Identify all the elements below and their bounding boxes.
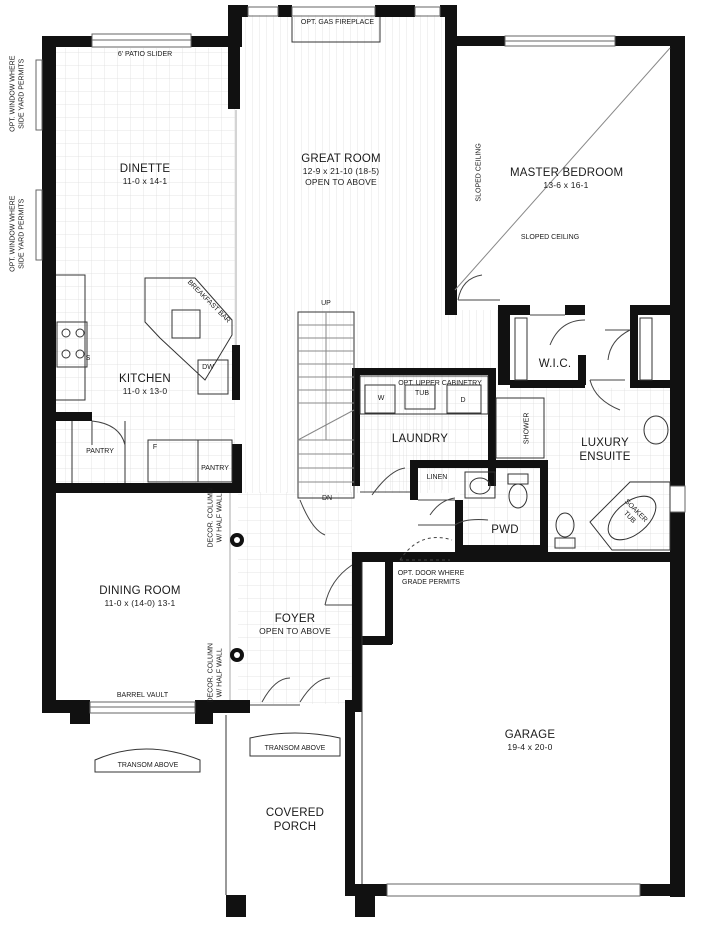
sink-note: S <box>85 355 91 362</box>
covered-porch-label: COVERED PORCH <box>265 807 325 834</box>
barrel-vault-note: BARREL VAULT <box>116 692 169 699</box>
upper-cabinetry-note: OPT. UPPER CABINETRY <box>398 380 482 387</box>
laundry-label: LAUNDRY <box>391 433 449 445</box>
laundry-tub <box>404 384 436 410</box>
fridge-note: F <box>152 444 158 451</box>
gas-fireplace-outline <box>291 17 381 43</box>
luxury-ensuite-label: LUXURY ENSUITE <box>579 437 631 464</box>
dinette-kitchen-floor <box>55 48 235 488</box>
linen-note: LINEN <box>426 474 448 481</box>
soaker-tub <box>589 481 671 551</box>
tub-note: TUB <box>415 390 429 397</box>
dinette-label: DINETTE 11-0 x 14-1 <box>119 163 171 187</box>
kitchen-label: KITCHEN 11-0 x 13-0 <box>119 373 171 397</box>
washer-note: W <box>377 395 385 402</box>
windows <box>35 6 686 897</box>
shower-stall <box>495 397 545 459</box>
dishwasher <box>197 359 229 395</box>
pantry-note-1: PANTRY <box>86 448 114 455</box>
stair-treads <box>297 312 355 483</box>
walls <box>42 5 685 917</box>
pwd-sink <box>464 471 496 499</box>
shower-note: SHOWER <box>523 412 531 445</box>
master-bedroom-label: MASTER BEDROOM 13-6 x 16-1 <box>510 167 624 191</box>
sloped-ceiling-note-1: SLOPED CEILING <box>475 143 483 202</box>
foyer-label: FOYER OPEN TO ABOVE <box>259 613 331 637</box>
breakfast-bar <box>144 277 233 381</box>
dryer-note: D <box>460 397 466 404</box>
transom-arc-1 <box>94 748 201 773</box>
kitchen-counter <box>56 274 86 401</box>
door-swings <box>91 274 631 706</box>
sloped-ceiling-diagonal <box>454 47 671 291</box>
washer <box>364 384 396 414</box>
decor-column-note-2: DECOR. COLUMN W/ HALF WALL <box>207 643 223 703</box>
stove <box>56 321 88 368</box>
pantry-note-2: PANTRY <box>201 465 229 472</box>
wic-label: W.I.C. <box>538 358 572 370</box>
opt-door-note: OPT. DOOR WHERE GRADE PERMITS <box>397 570 465 586</box>
stair-down-note: DN <box>321 495 333 502</box>
dryer <box>446 384 482 414</box>
decor-column-note-1: DECOR. COLUMN W/ HALF WALL <box>207 488 223 548</box>
pwd-label: PWD <box>491 524 519 536</box>
garage-label: GARAGE 19-4 x 20-0 <box>504 729 556 753</box>
laundry-counter <box>359 375 489 415</box>
pantry-cabinet <box>197 439 233 483</box>
transom-note-1: TRANSOM ABOVE <box>117 762 179 769</box>
sloped-ceiling-note-2: SLOPED CEILING <box>520 234 580 241</box>
stair-up-note: UP <box>321 300 331 307</box>
opt-window-note-1: OPT. WINDOW WHERE SIDE YARD PERMITS <box>9 55 25 132</box>
opt-window-note-2: OPT. WINDOW WHERE SIDE YARD PERMITS <box>9 195 25 272</box>
closet-shelf <box>514 317 528 381</box>
transom-note-2: TRANSOM ABOVE <box>264 745 326 752</box>
gas-fireplace-note: OPT. GAS FIREPLACE <box>300 19 375 26</box>
kitchen-sink <box>171 309 201 339</box>
dining-room-label: DINING ROOM 11-0 x (14-0) 13-1 <box>99 585 181 609</box>
transom-arc-2 <box>249 732 341 757</box>
great-room-label: GREAT ROOM 12-9 x 21-10 (18-5) OPEN TO A… <box>301 153 381 187</box>
foyer-floor <box>238 492 352 704</box>
patio-slider-note: 6' PATIO SLIDER <box>117 51 173 58</box>
dishwasher-note: DW <box>202 364 214 371</box>
